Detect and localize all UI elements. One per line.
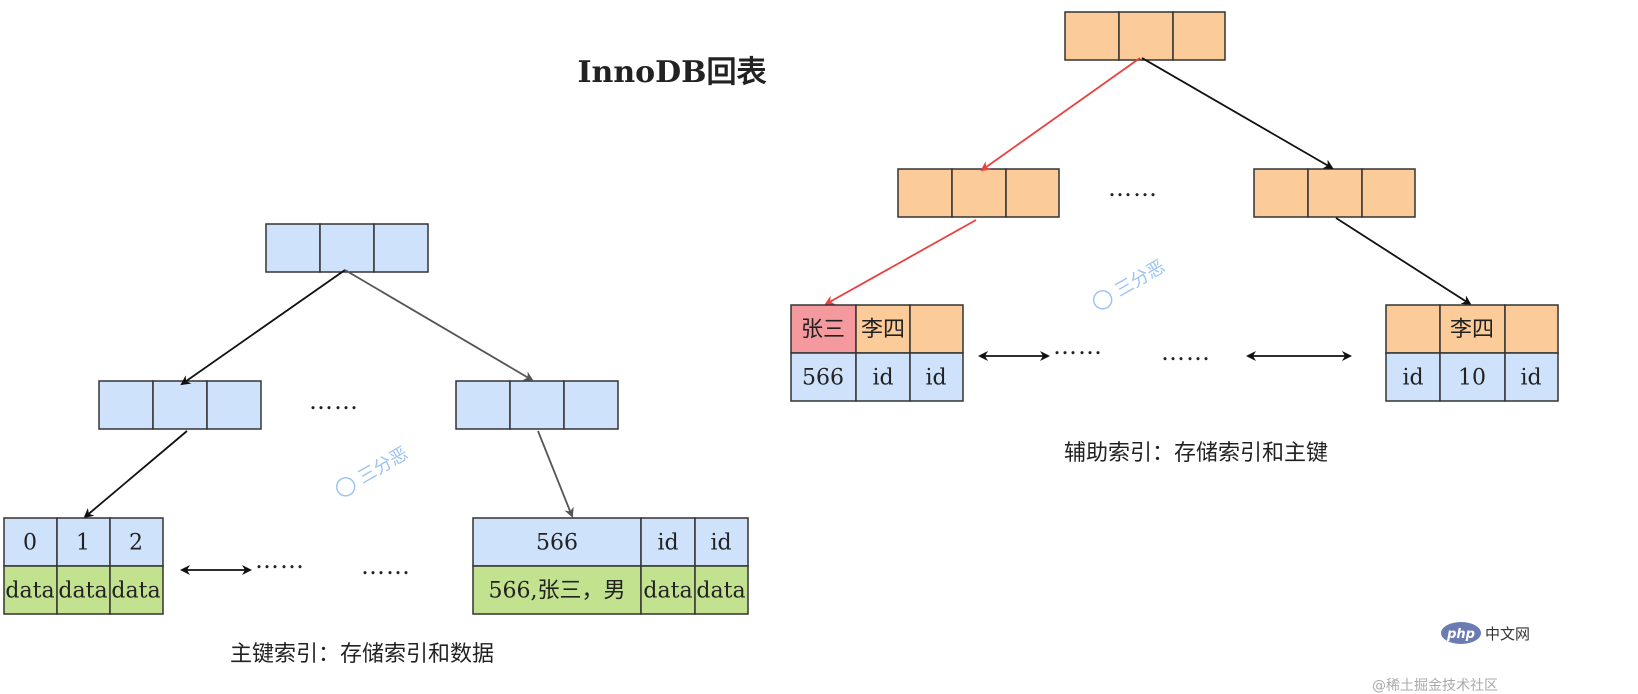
- watermark-text: 三分恶: [355, 443, 412, 488]
- secondary-index-tree: …… 张三 李四 566 id id …… ……: [790, 11, 1559, 466]
- primary-leaf-right: 566 id id 566,张三，男 data data: [472, 517, 749, 615]
- diagram-title: InnoDB回表: [577, 55, 766, 90]
- secondary-leaf-key: 李四: [1450, 318, 1494, 343]
- primary-leaf-key: 566: [536, 531, 578, 556]
- secondary-leaf-pk: 10: [1458, 366, 1486, 391]
- primary-leaf-data: data: [696, 579, 745, 604]
- watermark-text: 三分恶: [1112, 256, 1169, 301]
- secondary-leaf-pk: id: [925, 366, 946, 391]
- watermark: 三分恶: [335, 443, 412, 497]
- secondary-leaf-pk: 566: [802, 366, 844, 391]
- primary-leaf-left: 0 1 2 data data data: [3, 517, 164, 615]
- secondary-leaf-ellipsis: ……: [1161, 338, 1211, 366]
- secondary-edge-root-right: [1141, 57, 1334, 170]
- primary-edge-right-leaf: [537, 430, 574, 518]
- php-logo-icon: [1441, 622, 1481, 644]
- secondary-leaf-pk: id: [1402, 366, 1423, 391]
- secondary-edge-right-leaf: [1335, 217, 1472, 306]
- primary-leaf-data: data: [643, 579, 692, 604]
- primary-leaf-data: data: [111, 579, 160, 604]
- primary-internal-node-left: [98, 380, 262, 430]
- primary-leaf-ellipsis: ……: [361, 552, 411, 580]
- wechat-icon: [1092, 290, 1113, 310]
- secondary-internal-node-left: [897, 168, 1060, 218]
- primary-edge-root-left: [180, 269, 346, 386]
- wechat-icon: [335, 477, 356, 497]
- site-name: 中文网: [1485, 625, 1530, 643]
- secondary-internal-ellipsis: ……: [1108, 174, 1158, 202]
- primary-internal-ellipsis: ……: [309, 387, 359, 415]
- primary-leaf-ellipsis-small: ……: [255, 546, 305, 574]
- primary-index-tree: …… 0 1 2 data data data ……: [3, 223, 749, 667]
- secondary-leaf-left: 张三 李四 566 id id: [790, 304, 964, 402]
- secondary-leaf-key-highlighted: 张三: [801, 318, 845, 343]
- secondary-leaf-ellipsis-small: ……: [1053, 332, 1103, 360]
- primary-edge-left-leaf: [83, 430, 188, 519]
- primary-leaf-row-data: 566,张三，男: [489, 579, 626, 604]
- secondary-leaf-key: 李四: [861, 318, 905, 343]
- secondary-leaf-pk: id: [872, 366, 893, 391]
- primary-leaf-key: id: [657, 531, 678, 556]
- primary-edge-root-right: [344, 269, 534, 382]
- secondary-leaf-right: 李四 id 10 id: [1385, 304, 1559, 402]
- image-credit: @稀土掘金技术社区: [1372, 678, 1498, 694]
- secondary-edge-left-leaf: [824, 219, 977, 305]
- primary-internal-node-right: [455, 380, 619, 430]
- primary-leaf-data: data: [58, 579, 107, 604]
- primary-leaf-key: 0: [23, 531, 37, 556]
- php-logo-text: php: [1446, 627, 1475, 642]
- primary-leaf-key: id: [710, 531, 731, 556]
- primary-leaf-key: 2: [129, 531, 143, 556]
- secondary-internal-node-right: [1253, 168, 1416, 218]
- primary-leaf-key: 1: [76, 531, 90, 556]
- secondary-root-node: [1064, 11, 1226, 61]
- secondary-index-caption: 辅助索引：存储索引和主键: [1064, 441, 1328, 466]
- primary-root-node: [265, 223, 429, 273]
- primary-index-caption: 主键索引：存储索引和数据: [230, 642, 494, 667]
- secondary-leaf-pk: id: [1520, 366, 1541, 391]
- watermark: 三分恶: [1092, 256, 1169, 310]
- site-logo: php 中文网: [1441, 622, 1530, 644]
- primary-leaf-data: data: [5, 579, 54, 604]
- secondary-edge-root-left: [980, 57, 1141, 172]
